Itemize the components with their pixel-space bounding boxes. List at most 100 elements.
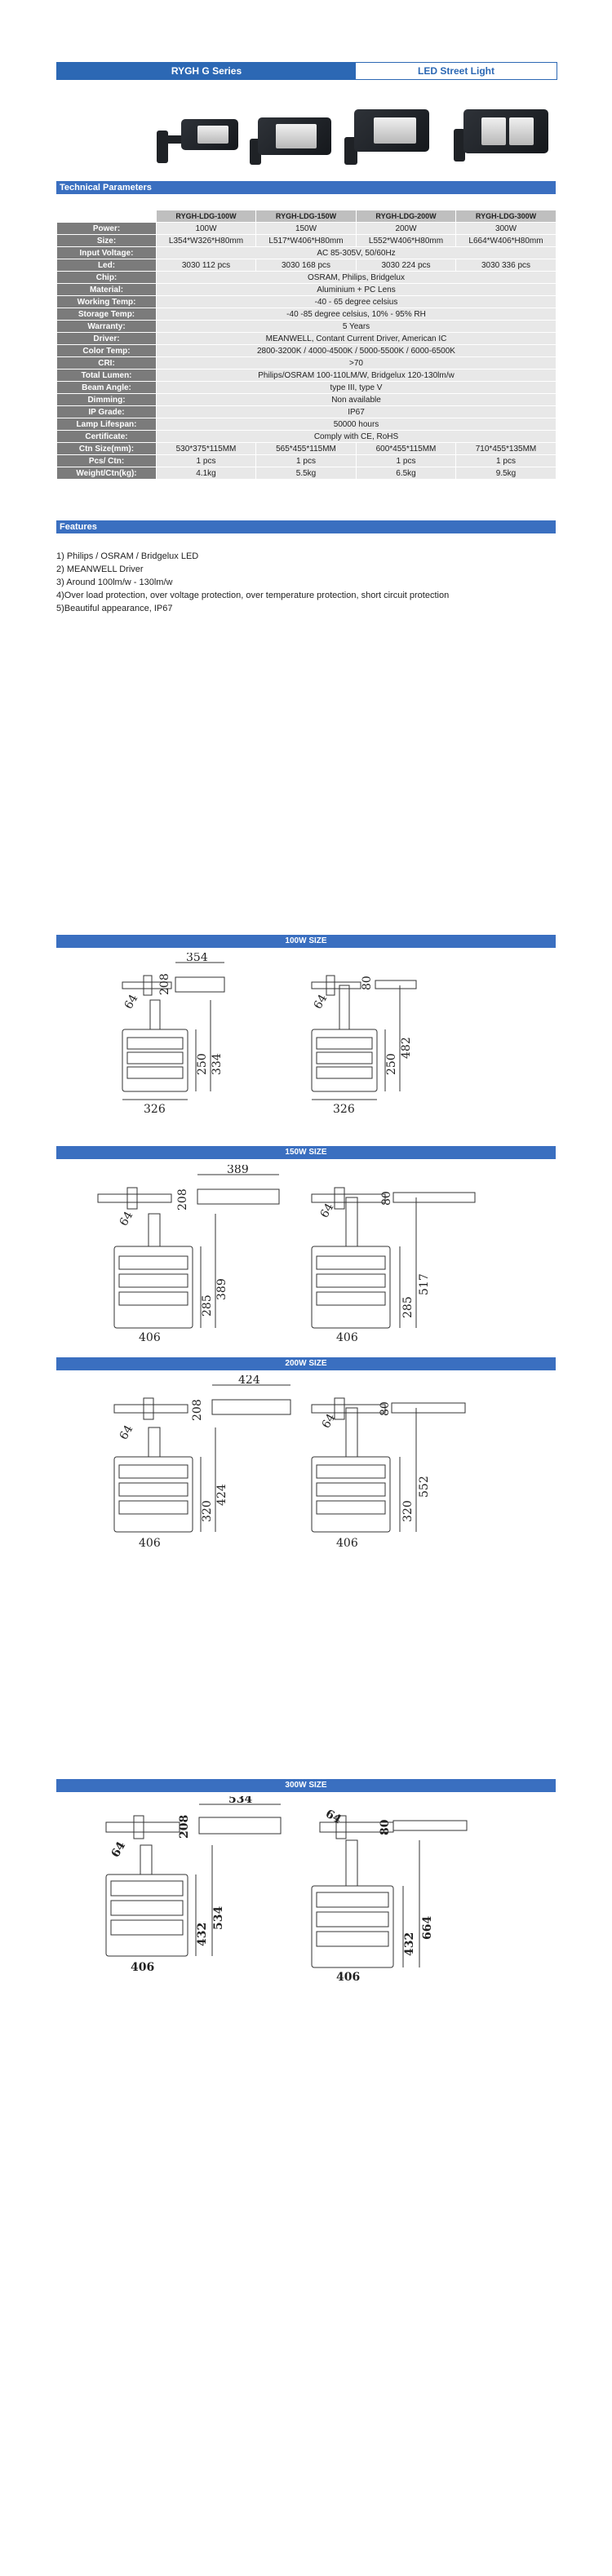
dim-body: 320 [201, 1500, 214, 1522]
dim-total: 534 [212, 1906, 225, 1930]
table-cell: 2800-3200K / 4000-4500K / 5000-5500K / 6… [156, 344, 557, 357]
table-cell: 600*455*115MM [356, 442, 456, 455]
table-cell: 710*455*135MM [455, 442, 557, 455]
dim-side: 80 [379, 1401, 392, 1416]
table-cell: L517*W406*H80mm [255, 234, 357, 247]
table-cell: 5.5kg [255, 467, 357, 480]
dim-angle: 64 [118, 1423, 136, 1442]
table-cell: Aluminium + PC Lens [156, 283, 557, 296]
dim-length: 389 [227, 1165, 249, 1176]
model-header: RYGH-LDG-100W [156, 210, 256, 223]
dim-side: 80 [379, 1819, 392, 1835]
table-cell: Comply with CE, RoHS [156, 430, 557, 443]
table-row: Power: 100W 150W 200W 300W [56, 222, 557, 235]
dim-side: 80 [380, 1191, 393, 1206]
table-cell: L552*W406*H80mm [356, 234, 456, 247]
table-row: Size: L354*W326*H80mm L517*W406*H80mm L5… [56, 234, 557, 247]
size-heading-300w: 300W SIZE [56, 1779, 556, 1792]
dim-total: 482 [400, 1037, 413, 1059]
list-item: 4)Over load protection, over voltage pro… [56, 591, 450, 600]
table-cell: 150W [255, 222, 357, 235]
list-item: 1) Philips / OSRAM / Bridgelux LED [56, 551, 199, 561]
table-cell: 1 pcs [356, 454, 456, 467]
table-row: Color Temp: 2800-3200K / 4000-4500K / 50… [56, 344, 557, 357]
table-row: RYGH-LDG-100W RYGH-LDG-150W RYGH-LDG-200… [56, 210, 557, 223]
table-row: Lamp Lifespan: 50000 hours [56, 418, 557, 431]
dim-angle: 64 [122, 992, 141, 1011]
dim-angle: 64 [323, 1808, 344, 1827]
row-label: Chip: [56, 271, 157, 284]
dim-total: 389 [215, 1278, 228, 1300]
table-cell: -40 - 65 degree celsius [156, 295, 557, 308]
table-row: Input Voltage: AC 85-305V, 50/60Hz [56, 246, 557, 259]
table-row: Total Lumen: Philips/OSRAM 100-110LM/W, … [56, 369, 557, 382]
table-cell: 6.5kg [356, 467, 456, 480]
dim-width: 406 [336, 1537, 358, 1550]
product-title: LED Street Light [417, 65, 494, 77]
table-cell: >70 [156, 356, 557, 370]
model-header: RYGH-LDG-300W [455, 210, 557, 223]
table-cell: MEANWELL, Contant Current Driver, Americ… [156, 332, 557, 345]
dim-height: 208 [176, 1188, 189, 1211]
table-row: Working Temp: -40 - 65 degree celsius [56, 295, 557, 308]
table-cell: 1 pcs [255, 454, 357, 467]
table-cell: Non available [156, 393, 557, 406]
table-row: Material: Aluminium + PC Lens [56, 283, 557, 296]
dim-body: 250 [385, 1053, 398, 1075]
product-photo-200w [341, 108, 431, 165]
dim-body: 285 [201, 1295, 214, 1317]
row-label: Input Voltage: [56, 246, 157, 259]
series-header: RYGH G Series LED Street Light [56, 62, 557, 80]
dim-length: 534 [228, 1796, 252, 1806]
table-cell: AC 85-305V, 50/60Hz [156, 246, 557, 259]
row-label: Ctn Size(mm): [56, 442, 157, 455]
dim-angle: 64 [320, 1411, 339, 1431]
table-row: Certificate: Comply with CE, RoHS [56, 430, 557, 443]
table-row: IP Grade: IP67 [56, 405, 557, 418]
product-photo-150w [246, 114, 333, 165]
dim-angle: 64 [118, 1209, 136, 1228]
size-heading-200w: 200W SIZE [56, 1357, 556, 1370]
product-photo-100w [153, 114, 240, 165]
table-row: Chip: OSRAM, Philips, Bridgelux [56, 271, 557, 284]
dim-total: 424 [215, 1484, 228, 1506]
row-label: Pcs/ Ctn: [56, 454, 157, 467]
product-photo-300w [450, 108, 550, 165]
dim-body: 250 [196, 1053, 209, 1075]
dim-angle: 64 [318, 1201, 337, 1220]
dim-width: 406 [336, 1971, 360, 1984]
dim-total: 517 [418, 1273, 431, 1295]
size-heading-100w: 100W SIZE [56, 935, 556, 948]
table-cell: 565*455*115MM [255, 442, 357, 455]
table-row: Warranty: 5 Years [56, 320, 557, 333]
row-label: IP Grade: [56, 405, 157, 418]
table-cell: L354*W326*H80mm [156, 234, 256, 247]
table-cell: 3030 224 pcs [356, 259, 456, 272]
dim-body: 320 [401, 1500, 415, 1522]
row-label: Weight/Ctn(kg): [56, 467, 157, 480]
row-label: Color Temp: [56, 344, 157, 357]
table-cell: 200W [356, 222, 456, 235]
table-row: CRI: >70 [56, 356, 557, 370]
dim-width: 326 [333, 1103, 355, 1116]
table-cell: 4.1kg [156, 467, 256, 480]
table-cell: OSRAM, Philips, Bridgelux [156, 271, 557, 284]
dim-width: 406 [139, 1331, 161, 1344]
table-row: Weight/Ctn(kg): 4.1kg 5.5kg 6.5kg 9.5kg [56, 467, 557, 480]
model-header: RYGH-LDG-150W [255, 210, 357, 223]
dim-total: 552 [418, 1476, 431, 1498]
table-cell: 3030 336 pcs [455, 259, 557, 272]
table-row: Beam Angle: type III, type V [56, 381, 557, 394]
dim-total: 334 [211, 1053, 224, 1075]
dim-length: 354 [186, 953, 208, 964]
table-cell: type III, type V [156, 381, 557, 394]
size-heading-150w: 150W SIZE [56, 1146, 556, 1159]
row-label: Total Lumen: [56, 369, 157, 382]
dim-width: 406 [131, 1961, 154, 1974]
list-item: 3) Around 100lm/w - 130lm/w [56, 578, 173, 587]
row-label: CRI: [56, 356, 157, 370]
model-header: RYGH-LDG-200W [356, 210, 456, 223]
table-cell: 1 pcs [156, 454, 256, 467]
dimension-drawing-100w: 354 208 64 80 64 250 334 250 482 326 326 [122, 953, 417, 1116]
dim-angle: 64 [109, 1839, 129, 1860]
